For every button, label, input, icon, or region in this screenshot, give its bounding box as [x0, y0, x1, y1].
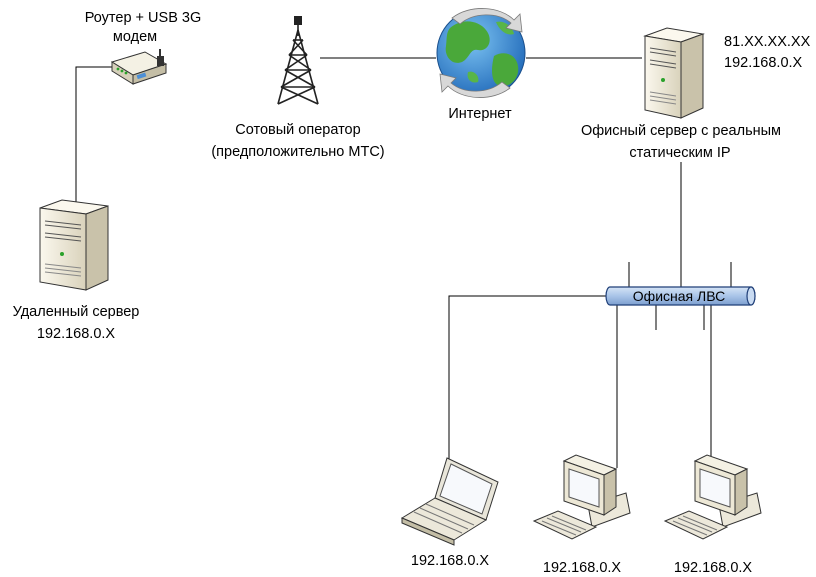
router-label-line1: Роутер + USB 3G: [85, 10, 202, 26]
tower-label-line1: Сотовый оператор: [235, 122, 360, 138]
wire-router-remote-server: [75, 66, 119, 202]
laptop-label: 192.168.0.X: [411, 553, 490, 569]
laptop-icon: [400, 457, 499, 546]
pc2-label: 192.168.0.X: [674, 560, 753, 576]
office-server-ip-external: 81.XX.XX.XX: [724, 34, 811, 50]
cell-tower-icon: [277, 16, 319, 105]
connections: [75, 57, 732, 468]
internet-label: Интернет: [448, 106, 512, 122]
desktop-pc-icon: [663, 454, 762, 540]
remote-server-label-line1: Удаленный сервер: [13, 304, 140, 320]
server-tower-icon: [643, 27, 705, 119]
pc1-label: 192.168.0.X: [543, 560, 622, 576]
router-icon: [110, 49, 168, 85]
remote-server-label-line2: 192.168.0.X: [37, 326, 116, 342]
wire-lan-laptop: [448, 295, 609, 462]
office-server-label-line1: Офисный сервер с реальным: [581, 123, 781, 139]
server-tower-icon: [39, 199, 109, 291]
office-server-ip-internal: 192.168.0.X: [724, 55, 803, 71]
desktop-pc-icon: [532, 454, 631, 540]
office-server-label-line2: статическим IP: [629, 145, 730, 161]
lan-bus-label: Офисная ЛВС: [633, 288, 725, 304]
tower-label-line2: (предположительно МТС): [211, 144, 384, 160]
lan-bus: Офисная ЛВС: [605, 286, 756, 306]
router-label-line2: модем: [113, 29, 157, 45]
globe-icon: [436, 8, 526, 98]
